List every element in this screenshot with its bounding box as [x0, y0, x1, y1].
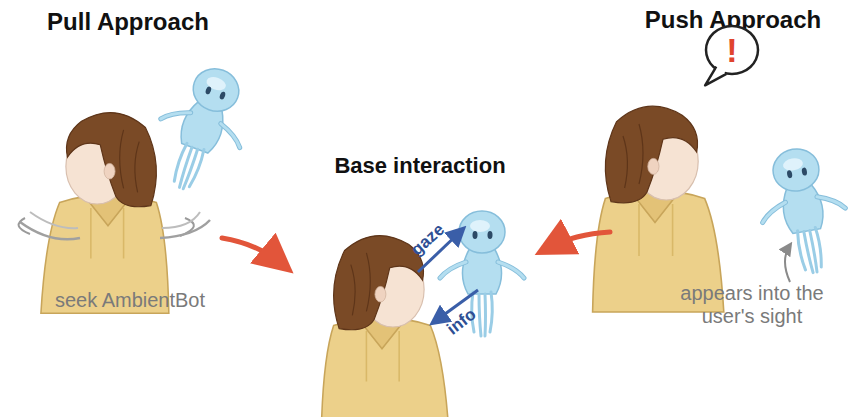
section-title: Base interaction	[334, 153, 505, 178]
ambientbot	[751, 142, 855, 280]
bubble-seam	[717, 68, 724, 73]
annotation: appears into the user's sight	[662, 282, 842, 328]
base-person	[321, 236, 449, 417]
push-person	[593, 106, 724, 312]
bubble-tail	[705, 67, 726, 86]
flow-arrow	[548, 232, 610, 248]
annotation: seek AmbientBot	[55, 289, 205, 312]
exclamation: !	[726, 33, 737, 67]
speech-bubble: !	[704, 24, 760, 76]
pointer-arrow	[785, 245, 790, 282]
section-title: Pull Approach	[47, 8, 209, 36]
flow-arrow	[222, 238, 282, 264]
bubble-body	[706, 26, 758, 74]
ambientbot	[141, 56, 263, 202]
